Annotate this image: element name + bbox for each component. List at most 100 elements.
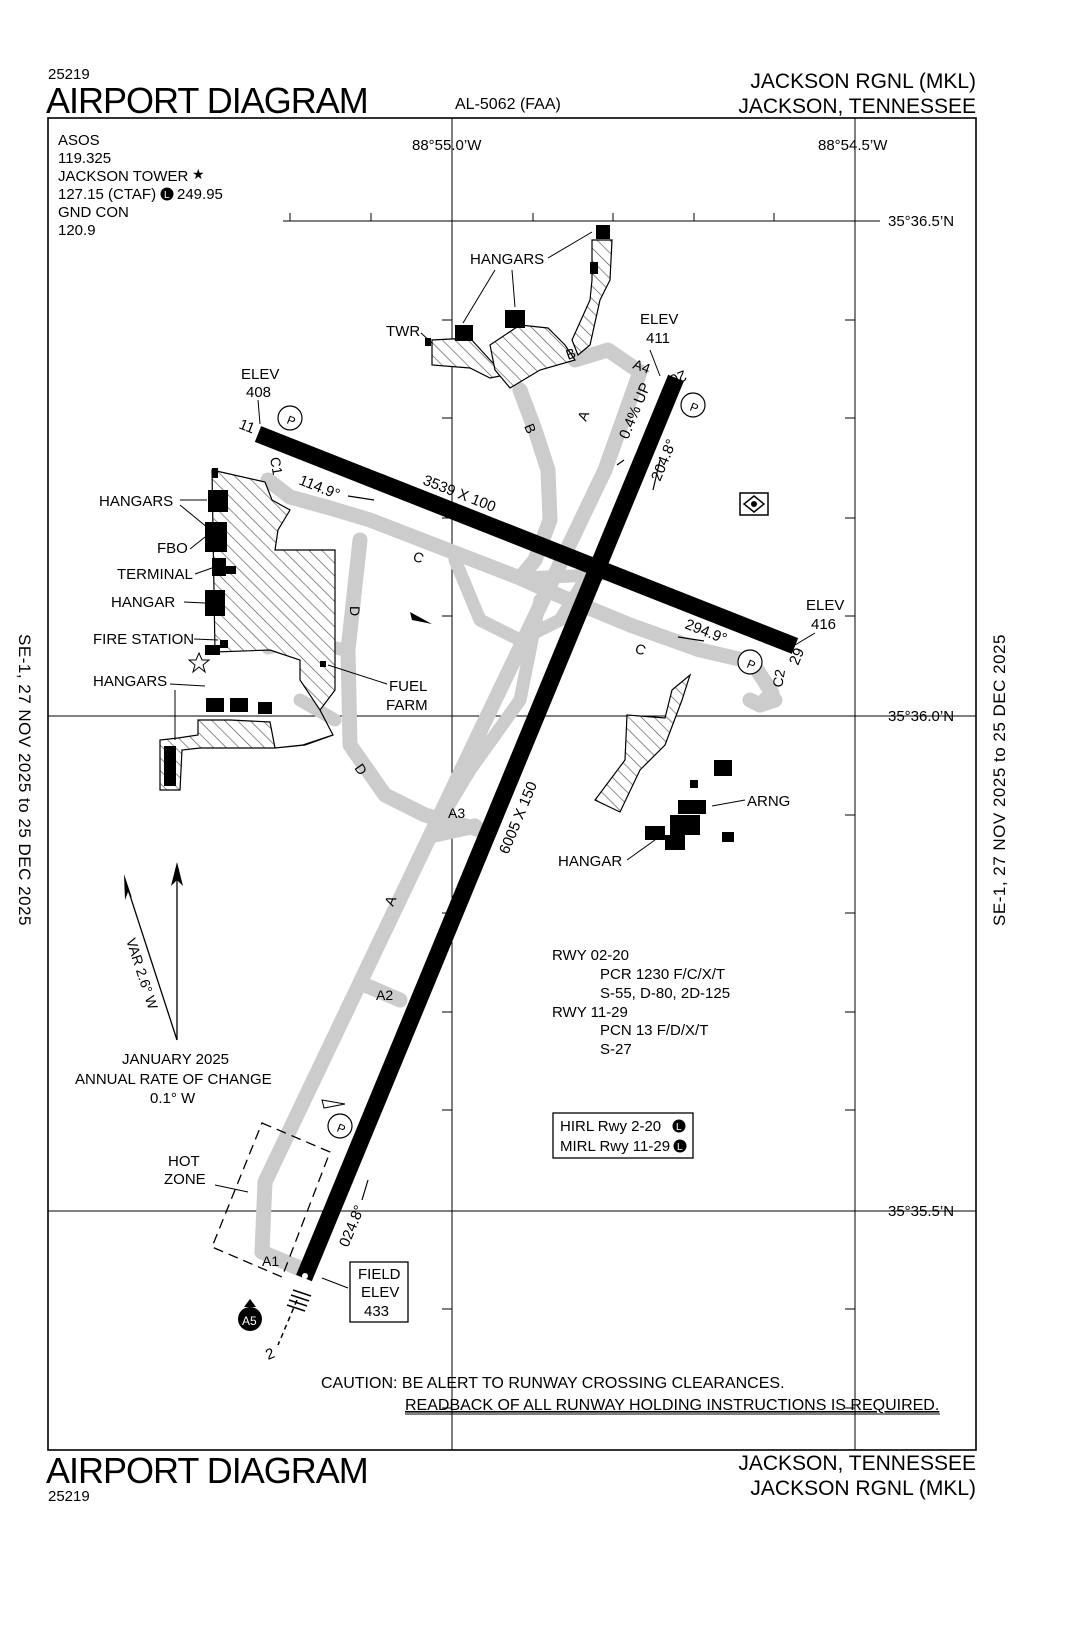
pavement-rwy-a: RWY 02-20 [552, 947, 629, 964]
hangar-east-label: HANGAR [558, 853, 622, 870]
twy-a4-label: A4 [631, 356, 653, 377]
west-ramp [159, 469, 336, 791]
hangars-sw-label: HANGARS [93, 673, 167, 690]
windcone-icon [321, 1099, 346, 1109]
fire-station-label: FIRE STATION [93, 631, 194, 648]
airport-name: JACKSON RGNL (MKL) [750, 70, 976, 93]
taxiway-a1 [254, 1244, 310, 1278]
lighting-box [552, 1112, 694, 1159]
caution-line-2: READBACK OF ALL RUNWAY HOLDING INSTRUCTI… [405, 1397, 939, 1414]
parking-icon [277, 405, 303, 431]
elev-11-label: ELEV [241, 366, 279, 383]
twy-a1-label: A1 [262, 1253, 279, 1269]
north-ramp [489, 324, 576, 389]
chart-number: 25219 [48, 66, 90, 83]
parking-icon [737, 649, 763, 675]
field-elev-label-1: FIELD [358, 1266, 401, 1283]
approach-lights [277, 1289, 312, 1346]
lighting-l-icon [672, 1119, 686, 1133]
rwy-end-11: 11 [237, 416, 258, 438]
elev-29-label: ELEV [806, 597, 844, 614]
gnd-label: GND CON [58, 204, 129, 221]
lighting-mirl: MIRL Rwy 11-29 [560, 1138, 670, 1155]
page-title: AIRPORT DIAGRAM [46, 80, 369, 121]
hot-zone-boundary [211, 1122, 331, 1278]
pavement-rwy-a-pcr: PCR 1230 F/C/X/T [600, 966, 725, 983]
parking-icon [680, 392, 706, 418]
elev-20-label: ELEV [640, 311, 678, 328]
lighting-l-icon [673, 1139, 687, 1153]
field-elev-box [349, 1261, 409, 1323]
north-hangar-strip [571, 239, 613, 356]
tower-freq-uhf: 249.95 [177, 186, 223, 203]
parking-icon [327, 1113, 353, 1139]
twy-d-label: D [347, 606, 363, 616]
lon-west-label: 88°55.0’W [412, 137, 482, 154]
footer-chart-number: 25219 [48, 1488, 90, 1505]
taxiway-a [254, 342, 648, 1276]
mag-epoch: JANUARY 2025 [122, 1051, 229, 1068]
windcone-icon [410, 612, 432, 624]
lighting-l-letter: L [677, 1142, 683, 1153]
pavement-rwy-b-weights: S-27 [600, 1041, 632, 1058]
leader-lines [169, 231, 816, 1289]
hot-spot-icon [238, 1307, 262, 1331]
lon-east-label: 88°54.5’W [818, 137, 888, 154]
twy-a-north-label: A [574, 408, 593, 423]
tower-star-icon: ★ [192, 166, 205, 182]
tower-freq-ctaf: 127.15 (CTAF) [58, 186, 156, 203]
lat-north-label: 35°36.5’N [888, 213, 954, 230]
field-elev-label-2: ELEV [361, 1284, 399, 1301]
taxiways [254, 342, 783, 1278]
grid-ticks [289, 213, 855, 1409]
heading-arrows [347, 459, 705, 1201]
hot-label: HOT [168, 1153, 200, 1170]
fire-station-star-icon [187, 651, 211, 674]
elev-11-value: 408 [246, 384, 271, 401]
hangars-west-label: HANGARS [99, 493, 173, 510]
twy-c1-label: C1 [267, 456, 286, 477]
twr-label: TWR [386, 323, 420, 340]
zone-label: ZONE [164, 1171, 206, 1188]
taxiway-a3 [422, 818, 483, 844]
hot-spot-a5-label: A5 [242, 1314, 257, 1328]
hangars-north-label: HANGARS [470, 251, 544, 268]
north-arrows [124, 870, 178, 1041]
twy-a3-label: A3 [448, 805, 465, 821]
twy-c-east-label: C [633, 640, 648, 659]
lighting-hirl: HIRL Rwy 2-20 [560, 1118, 661, 1135]
elev-20-value: 411 [646, 330, 670, 347]
city-state: JACKSON, TENNESSEE [738, 95, 976, 118]
arng-label: ARNG [747, 793, 790, 810]
taxiway-b [512, 382, 558, 586]
fbo-label: FBO [157, 540, 188, 557]
procedure-id: AL-5062 (FAA) [455, 96, 561, 113]
pavement-rwy-b: RWY 11-29 [552, 1004, 628, 1021]
footer-airport-name: JACKSON RGNL (MKL) [750, 1477, 976, 1500]
twy-a2-label: A2 [376, 987, 393, 1003]
lighting-l-letter: L [676, 1122, 682, 1133]
true-north-icon [171, 862, 183, 886]
footer-title: AIRPORT DIAGRAM [46, 1450, 369, 1491]
asos-freq: 119.325 [58, 150, 111, 167]
twy-c-label: C [411, 548, 426, 567]
lat-south-label: 35°35.5’N [888, 1203, 954, 1220]
caution-line-1: CAUTION: BE ALERT TO RUNWAY CROSSING CLE… [321, 1375, 785, 1392]
parking-markers [277, 392, 763, 1139]
twy-c2-label: C2 [769, 668, 788, 689]
east-ramp [594, 673, 692, 813]
taxiway-a2 [357, 977, 408, 1008]
field-elev-value: 433 [364, 1303, 389, 1320]
footer-city-state: JACKSON, TENNESSEE [738, 1452, 976, 1475]
pavement-rwy-b-pcn: PCN 13 F/D/X/T [600, 1022, 708, 1039]
chart-frame [47, 117, 977, 1451]
rwy-end-29: 29 [786, 646, 808, 668]
farm-label: FARM [386, 697, 428, 714]
ramps [159, 239, 692, 813]
terminal-label: TERMINAL [117, 566, 193, 583]
fuel-label: FUEL [389, 678, 427, 695]
lighting-l-letter: L [164, 190, 170, 201]
mag-rate-label: ANNUAL RATE OF CHANGE [75, 1071, 272, 1088]
beacon-icon [739, 492, 769, 516]
